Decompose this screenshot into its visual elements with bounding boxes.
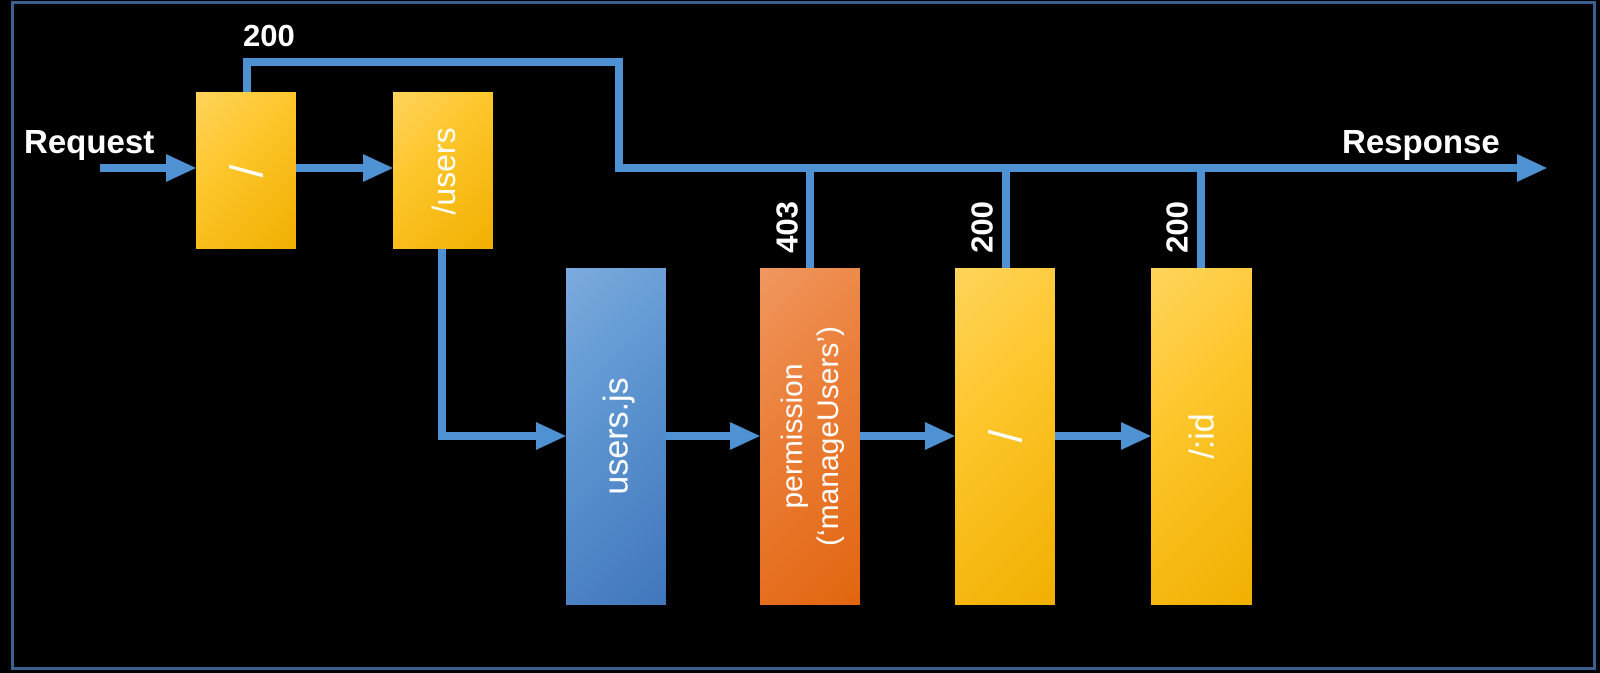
users-route-elbow-horizontal [438, 432, 536, 440]
status-200-connector-id [1197, 170, 1205, 268]
root-to-users-line [296, 164, 363, 172]
module-to-permission-line [666, 432, 730, 440]
permission-to-index-line [860, 432, 925, 440]
root-route-box [196, 92, 296, 249]
id-route-label: /:id [1183, 413, 1222, 459]
index-to-id-arrowhead-icon [1121, 422, 1151, 450]
response-arrowhead-icon [1517, 154, 1547, 182]
permission-middleware-box [760, 268, 860, 605]
top-elbow-down [615, 58, 623, 172]
users-route-label: /users [425, 127, 462, 215]
permission-to-index-arrowhead-icon [925, 422, 955, 450]
root-route-label: / [220, 164, 273, 178]
status-200-connector-index [1002, 170, 1010, 268]
request-label: Request [24, 123, 155, 160]
top-elbow-horizontal [243, 58, 623, 66]
users-module-arrowhead-icon [536, 422, 566, 450]
permission-label-line1: permission [776, 363, 809, 509]
response-label: Response [1342, 123, 1500, 160]
users-js-module-box [566, 268, 666, 605]
request-arrowhead-icon [166, 154, 196, 182]
permission-middleware-label: permission (‘manageUsers’) [775, 326, 847, 546]
root-route-up-connector [243, 60, 251, 94]
status-200-top-label: 200 [243, 18, 295, 53]
status-200-index-label: 200 [964, 201, 1000, 253]
request-arrow-line [100, 164, 168, 172]
users-js-module-label: users.js [597, 377, 636, 495]
index-route-label: / [979, 429, 1032, 443]
status-403-connector [806, 170, 814, 268]
users-route-down-connector [438, 249, 446, 440]
users-route-box [393, 92, 493, 249]
id-route-box [1151, 268, 1252, 605]
module-to-permission-arrowhead-icon [730, 422, 760, 450]
status-403-label: 403 [769, 201, 805, 253]
index-to-id-line [1055, 432, 1121, 440]
permission-label-line2: (‘manageUsers’) [812, 325, 845, 547]
status-200-id-label: 200 [1159, 201, 1195, 253]
root-to-users-arrowhead-icon [363, 154, 393, 182]
diagram-frame [11, 1, 1596, 670]
index-route-box [955, 268, 1055, 605]
response-main-line [615, 164, 1517, 172]
